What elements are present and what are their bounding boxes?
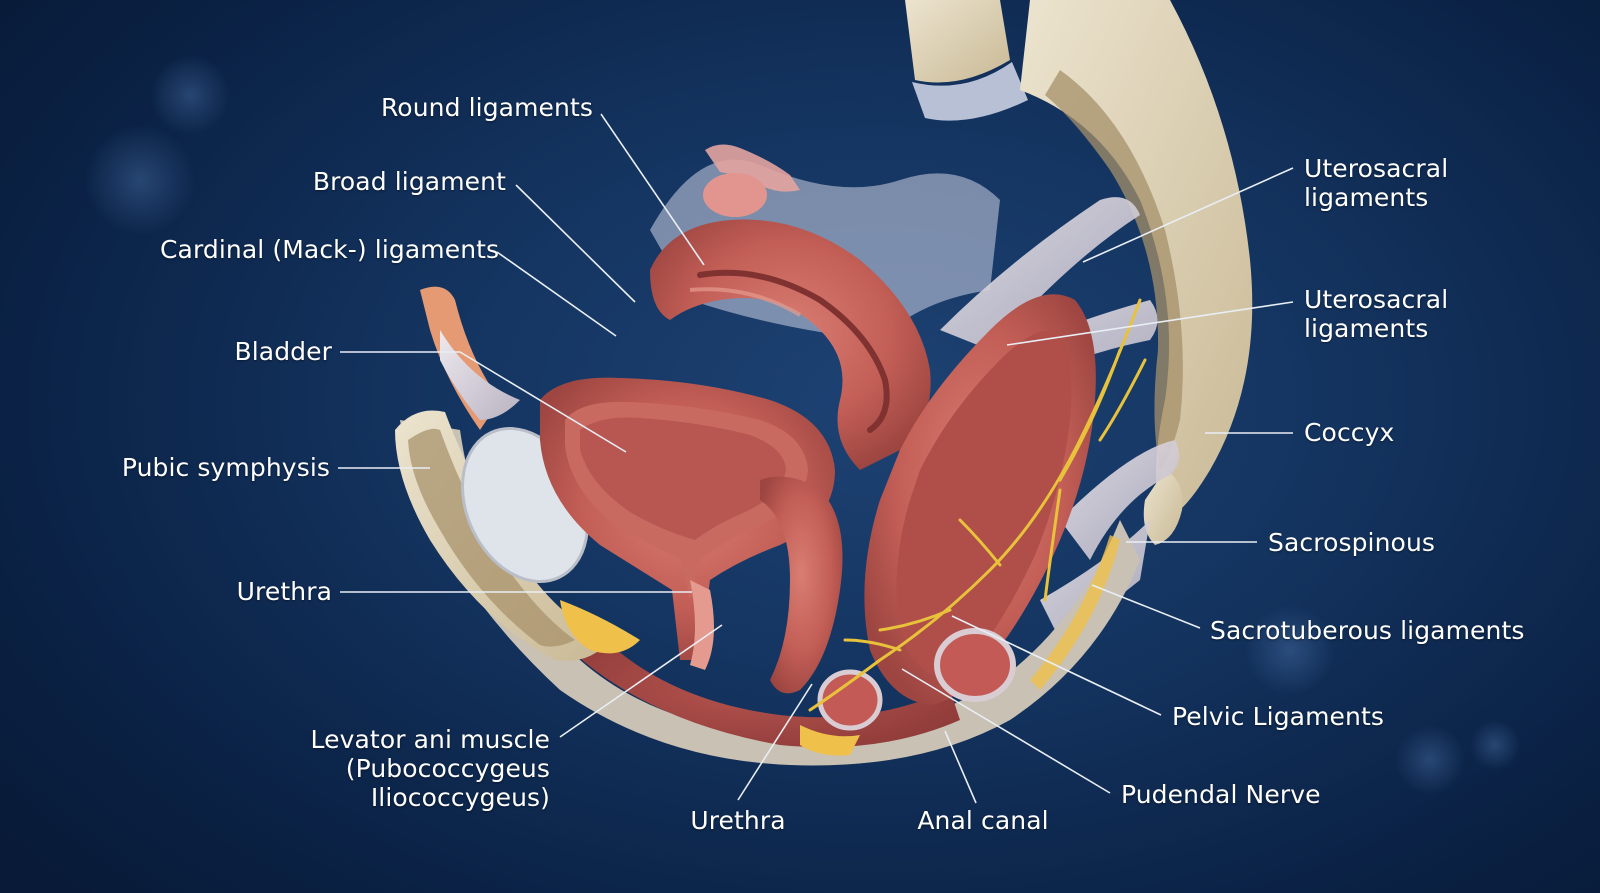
coccyx-bone bbox=[1143, 470, 1183, 545]
pubic-bone-cancellous bbox=[408, 428, 575, 647]
label-levator-ani-muscle: Levator ani muscle (Pubococcygeus Ilioco… bbox=[300, 725, 550, 812]
label-pudendal-nerve: Pudendal Nerve bbox=[1121, 780, 1321, 809]
leader-uterosacral-2 bbox=[1006, 301, 1294, 346]
label-text: Pelvic Ligaments bbox=[1172, 702, 1385, 731]
fat-stripe bbox=[1030, 535, 1120, 690]
label-text: Anal canal bbox=[917, 806, 1049, 835]
leader-anal-canal bbox=[944, 730, 977, 804]
leader-levator-ani bbox=[559, 624, 723, 738]
label-cardinal-ligaments: Cardinal (Mack-) ligaments bbox=[160, 235, 500, 264]
label-urethra-left: Urethra bbox=[222, 577, 332, 606]
rectum-organ bbox=[864, 294, 1096, 705]
label-text: Broad ligament bbox=[312, 167, 506, 196]
label-urethra-bottom: Urethra bbox=[676, 806, 800, 835]
label-text: Sacrotuberous ligaments bbox=[1210, 616, 1525, 645]
label-sacrotuberous-ligaments: Sacrotuberous ligaments bbox=[1210, 616, 1524, 645]
label-text: Levator ani muscle bbox=[310, 725, 550, 754]
leader-cardinal-ligaments bbox=[496, 251, 617, 337]
perineal-sphincter bbox=[817, 669, 883, 731]
pelvic-floor-base bbox=[400, 420, 1140, 766]
label-anal-canal: Anal canal bbox=[908, 806, 1058, 835]
ovary-tube bbox=[703, 144, 800, 217]
sacrum-spine bbox=[905, 0, 1253, 545]
urethra-channel bbox=[690, 580, 714, 670]
leader-uterosacral-1 bbox=[1082, 167, 1294, 263]
label-coccyx: Coccyx bbox=[1304, 418, 1394, 447]
leader-lines bbox=[338, 113, 1294, 804]
fat-pad bbox=[800, 725, 860, 756]
bokeh-light bbox=[85, 125, 195, 235]
fat-pad bbox=[560, 600, 640, 654]
label-text: Round ligaments bbox=[380, 93, 593, 122]
sacrum-body bbox=[1020, 0, 1253, 520]
label-sacrospinous: Sacrospinous bbox=[1268, 528, 1435, 557]
label-text: Iliococcygeus) bbox=[370, 783, 550, 812]
label-text: Bladder bbox=[234, 337, 332, 366]
bokeh-light bbox=[1395, 725, 1465, 795]
leader-sacrotuberous bbox=[1091, 584, 1201, 629]
leader-round-ligaments bbox=[600, 113, 705, 266]
leader-pelvic-ligaments bbox=[951, 615, 1162, 716]
label-uterosacral-ligaments-upper: Uterosacral ligaments bbox=[1304, 154, 1448, 212]
label-round-ligaments: Round ligaments bbox=[360, 93, 593, 122]
bokeh-light bbox=[150, 55, 230, 135]
leader-pudendal-nerve bbox=[901, 668, 1111, 794]
bokeh-light bbox=[1245, 605, 1335, 695]
tendon-sheath bbox=[440, 330, 520, 420]
label-text: Uterosacral bbox=[1304, 285, 1449, 314]
label-text: Pudendal Nerve bbox=[1121, 780, 1321, 809]
pudendal-nerve bbox=[808, 298, 1147, 712]
bokeh-light bbox=[1470, 720, 1520, 770]
label-text: Urethra bbox=[690, 806, 786, 835]
label-text: ligaments bbox=[1304, 314, 1429, 343]
leader-urethra-bottom bbox=[737, 683, 813, 801]
intervertebral-disc bbox=[912, 62, 1028, 121]
sacrum-cancellous bbox=[1045, 70, 1183, 470]
label-text: Pubic symphysis bbox=[121, 453, 330, 482]
uterus-organ bbox=[650, 219, 931, 470]
vaginal-canal bbox=[760, 476, 843, 694]
label-pubic-symphysis: Pubic symphysis bbox=[115, 453, 330, 482]
label-text: (Pubococcygeus bbox=[345, 754, 550, 783]
label-pelvic-ligaments: Pelvic Ligaments bbox=[1172, 702, 1384, 731]
leader-bladder bbox=[340, 351, 627, 453]
label-text: Cardinal (Mack-) ligaments bbox=[160, 235, 500, 264]
vertebra-top bbox=[905, 0, 1010, 83]
label-text: Urethra bbox=[236, 577, 332, 606]
label-text: ligaments bbox=[1304, 183, 1429, 212]
label-text: Coccyx bbox=[1304, 418, 1395, 447]
label-text: Uterosacral bbox=[1304, 154, 1449, 183]
label-uterosacral-ligaments-lower: Uterosacral ligaments bbox=[1304, 285, 1448, 343]
label-broad-ligament: Broad ligament bbox=[300, 167, 506, 196]
leader-broad-ligament bbox=[515, 184, 636, 303]
anal-sphincter bbox=[934, 628, 1016, 702]
label-bladder: Bladder bbox=[220, 337, 332, 366]
label-text: Sacrospinous bbox=[1268, 528, 1436, 557]
